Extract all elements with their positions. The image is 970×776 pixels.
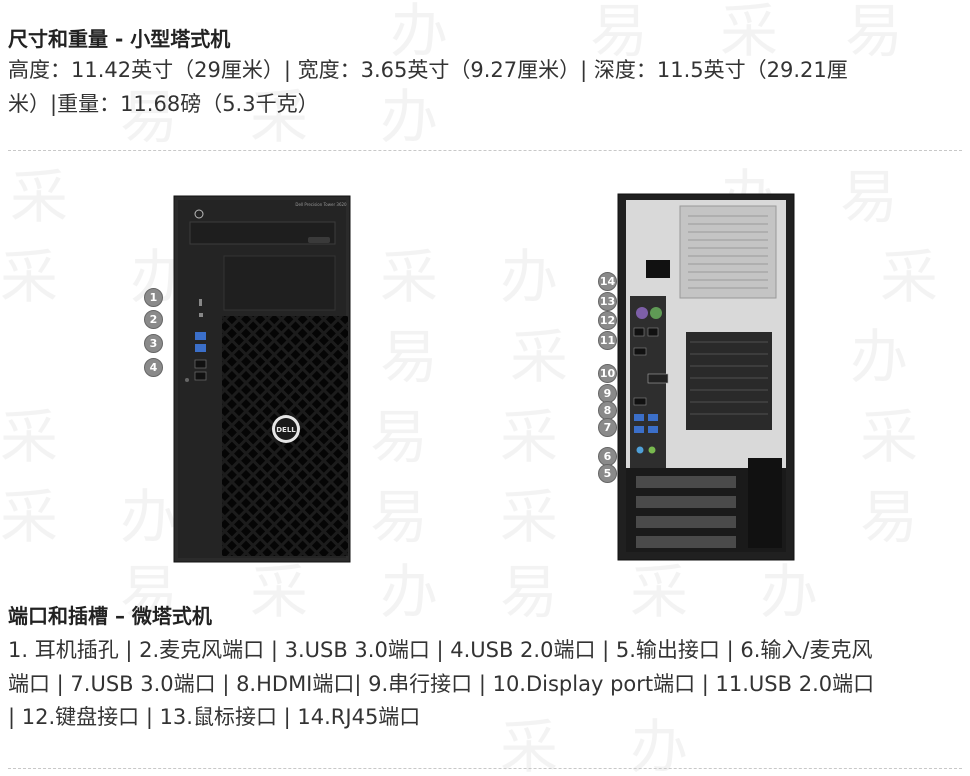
rear-callout-14: 14	[598, 272, 617, 291]
watermark-char: 采	[510, 310, 568, 394]
ports-text-line2: 端口 | 7.USB 3.0端口 | 8.HDMI端口| 9.串行接口 | 10…	[8, 672, 875, 696]
watermark-char: 易	[840, 150, 898, 234]
rear-callout-11: 11	[598, 331, 617, 350]
rear-callout-5: 5	[598, 464, 617, 483]
watermark-char: 办	[380, 545, 438, 629]
rear-callout-7: 7	[598, 418, 617, 437]
watermark-char: 采	[0, 470, 58, 554]
watermark-char: 易	[860, 470, 918, 554]
watermark-char: 易	[370, 390, 428, 474]
rear-callout-13: 13	[598, 292, 617, 311]
dimensions-heading: 尺寸和重量 - 小型塔式机	[8, 27, 231, 51]
watermark-char: 采	[380, 230, 438, 314]
dimensions-text-line2: 米）|重量：11.68磅（5.3千克）	[8, 92, 319, 116]
front-tower-image: DELL Dell Precision Tower 3620	[173, 195, 351, 563]
front-callout-4: 4	[144, 358, 163, 377]
ports-text-line1: 1. 耳机插孔 | 2.麦克风端口 | 3.USB 3.0端口 | 4.USB …	[8, 638, 873, 662]
watermark-char: 采	[500, 390, 558, 474]
watermark-char: 易	[500, 545, 558, 629]
rear-callout-10: 10	[598, 364, 617, 383]
watermark-char: 易	[370, 470, 428, 554]
watermark-char: 采	[0, 230, 58, 314]
front-callout-2: 2	[144, 310, 163, 329]
watermark-char: 采	[10, 150, 68, 234]
watermark-char: 采	[500, 470, 558, 554]
watermark-char: 办	[850, 310, 908, 394]
front-callout-3: 3	[144, 334, 163, 353]
divider	[8, 150, 962, 151]
rear-tower-image	[617, 193, 795, 561]
watermark-char: 易	[380, 310, 438, 394]
model-label: Dell Precision Tower 3620	[295, 202, 347, 207]
watermark-char: 采	[0, 390, 58, 474]
watermark-char: 办	[500, 230, 558, 314]
front-callout-1: 1	[144, 288, 163, 307]
watermark-char: 采	[880, 230, 938, 314]
ports-text-line3: | 12.键盘接口 | 13.鼠标接口 | 14.RJ45端口	[8, 705, 421, 729]
ports-heading: 端口和插槽 – 微塔式机	[8, 604, 212, 628]
divider-bottom	[8, 768, 962, 769]
dimensions-text-line1: 高度：11.42英寸（29厘米）| 宽度：3.65英寸（9.27厘米）| 深度：…	[8, 58, 848, 82]
rear-callout-12: 12	[598, 311, 617, 330]
watermark-char: 采	[860, 390, 918, 474]
dell-logo: DELL	[276, 426, 296, 434]
